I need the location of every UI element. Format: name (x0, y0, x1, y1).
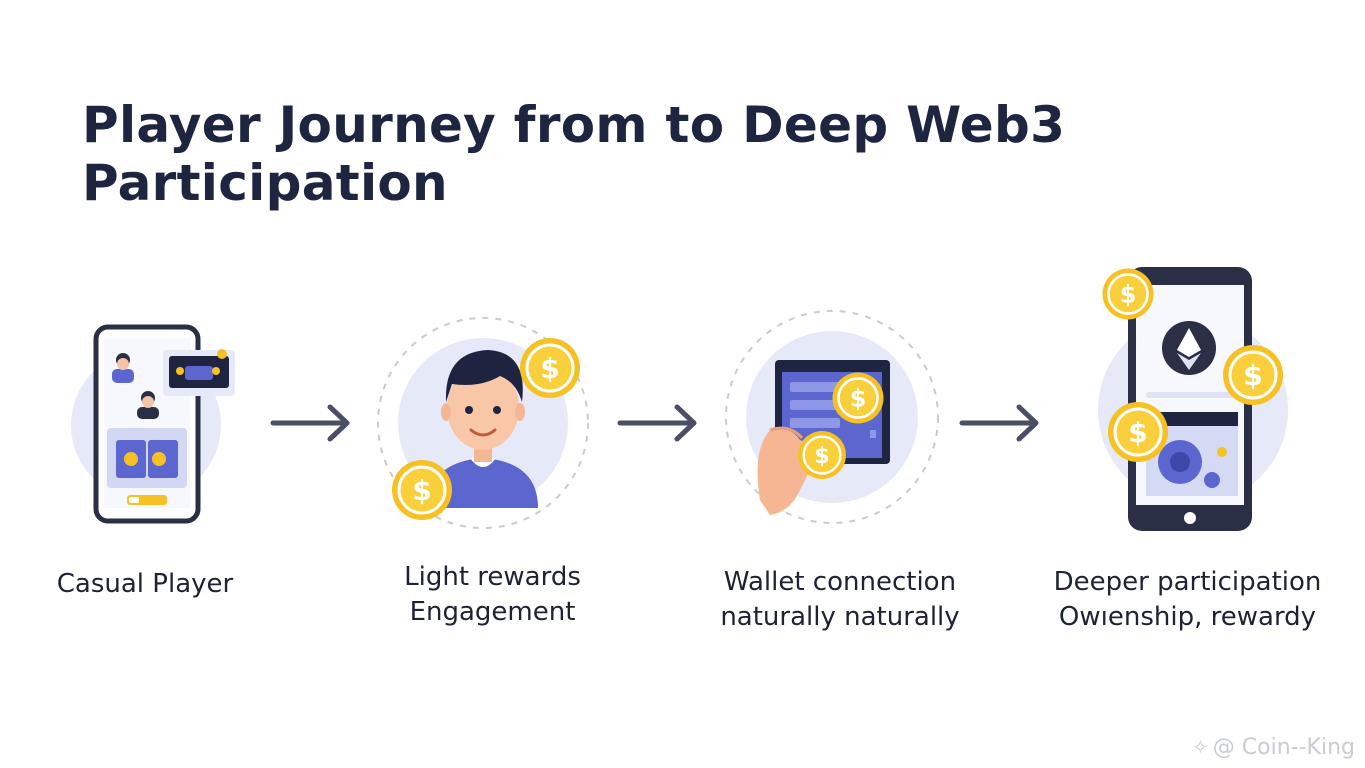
coin-icon: $ (1106, 400, 1170, 464)
step-1-illustration (71, 324, 235, 524)
arrow-right-icon (959, 404, 1039, 442)
watermark-logo-icon: ✧ (1192, 735, 1209, 759)
coin-icon: $ (1101, 267, 1155, 321)
coin-symbol: $ (850, 385, 867, 413)
step-2-label: Light rewards Engagement (370, 560, 615, 630)
coin-symbol: $ (814, 443, 830, 469)
step-4-label-line1: Deeper participation (1053, 567, 1322, 597)
game-screen-icon (1146, 412, 1238, 496)
page-title: Player Journey from to Deep Web3 Partici… (82, 96, 1066, 212)
avatar-icon (137, 391, 159, 419)
coin-symbol: $ (1120, 281, 1137, 309)
step-1-label: Casual Player (40, 567, 250, 602)
dashed-ring (725, 310, 939, 524)
coin-symbol: $ (412, 474, 431, 507)
step-3-illustration: $ $ (725, 310, 939, 524)
arrow-right-icon (617, 404, 697, 442)
step-4-label-line2: Owıenship, rewardy (1058, 602, 1317, 632)
step-3-label-line2: naturally naturally (720, 602, 960, 632)
coin-symbol: $ (540, 352, 559, 385)
watermark-text: @ Coin--King (1212, 735, 1355, 760)
avatar-icon (112, 353, 134, 383)
step-3-label: Wallet connection naturally naturally (700, 565, 980, 635)
coin-icon: $ (796, 429, 848, 481)
coin-icon: $ (518, 336, 582, 400)
step-3-label-line1: Wallet connection (723, 567, 957, 597)
coin-icon: $ (1221, 343, 1285, 407)
person-icon (428, 350, 538, 508)
step-2-label-line2: Engagement (409, 597, 576, 627)
ethereum-icon (1162, 321, 1216, 375)
step-4-label: Deeper participation Owıenship, rewardy (1040, 565, 1335, 635)
coin-icon: $ (390, 458, 454, 522)
step-2-illustration: $ $ (377, 317, 589, 529)
step-1-label-line1: Casual Player (56, 569, 234, 599)
coin-icon: $ (831, 371, 885, 425)
game-panel-icon (107, 428, 187, 488)
dashed-ring (377, 317, 589, 529)
step-4-illustration: $ $ $ (1098, 267, 1288, 531)
watermark: ✧@ Coin--King (1192, 735, 1355, 760)
coin-symbol: $ (1243, 359, 1262, 392)
coin-symbol: $ (1128, 416, 1147, 449)
step-2-label-line1: Light rewards (404, 562, 581, 592)
video-card-icon (163, 349, 235, 396)
arrow-right-icon (270, 404, 350, 442)
